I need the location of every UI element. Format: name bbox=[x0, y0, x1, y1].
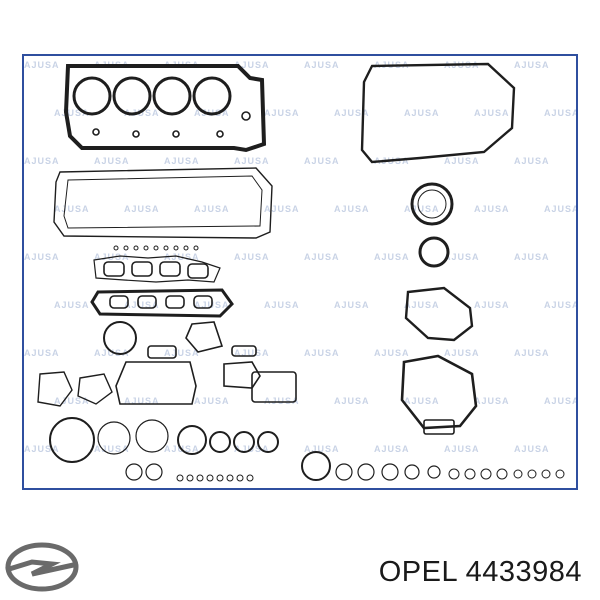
watermark-text: AJUSA bbox=[304, 348, 340, 358]
watermark-text: AJUSA bbox=[334, 396, 370, 406]
watermark-text: AJUSA bbox=[164, 156, 200, 166]
watermark-text: AJUSA bbox=[124, 396, 160, 406]
watermark-text: AJUSA bbox=[444, 252, 480, 262]
watermark-text: AJUSA bbox=[514, 252, 550, 262]
watermark-text: AJUSA bbox=[404, 204, 440, 214]
watermark-text: AJUSA bbox=[304, 252, 340, 262]
watermark-text: AJUSA bbox=[24, 348, 60, 358]
watermark-text: AJUSA bbox=[264, 108, 300, 118]
watermark-text: AJUSA bbox=[514, 444, 550, 454]
watermark-text: AJUSA bbox=[514, 60, 550, 70]
watermark-text: AJUSA bbox=[234, 60, 270, 70]
watermark-text: AJUSA bbox=[544, 396, 578, 406]
watermark-text: AJUSA bbox=[544, 108, 578, 118]
watermark-text: AJUSA bbox=[304, 60, 340, 70]
watermark-text: AJUSA bbox=[444, 156, 480, 166]
watermark-text: AJUSA bbox=[474, 396, 510, 406]
watermark-text: AJUSA bbox=[124, 300, 160, 310]
watermark-text: AJUSA bbox=[374, 444, 410, 454]
watermark-text: AJUSA bbox=[404, 300, 440, 310]
watermark-text: AJUSA bbox=[334, 204, 370, 214]
watermark-text: AJUSA bbox=[194, 204, 230, 214]
timing-cover-gasket bbox=[400, 354, 478, 430]
watermark-text: AJUSA bbox=[444, 444, 480, 454]
watermark-text: AJUSA bbox=[334, 300, 370, 310]
part-number: 4433984 bbox=[465, 556, 582, 588]
brand-name: OPEL bbox=[378, 556, 458, 588]
oil-pan-gasket bbox=[360, 62, 516, 164]
watermark-text: AJUSA bbox=[24, 156, 60, 166]
cylinder-head-gasket bbox=[63, 64, 267, 153]
part-caption: OPEL 4433984 bbox=[379, 556, 582, 589]
exhaust-manifold-gasket bbox=[90, 288, 234, 318]
watermark-text: AJUSA bbox=[94, 348, 130, 358]
watermark-text: AJUSA bbox=[474, 300, 510, 310]
crankshaft-seal bbox=[410, 182, 454, 226]
watermark-text: AJUSA bbox=[374, 252, 410, 262]
intake-manifold-gasket bbox=[93, 255, 221, 283]
watermark-text: AJUSA bbox=[264, 300, 300, 310]
watermark-text: AJUSA bbox=[24, 444, 60, 454]
camshaft-seal bbox=[418, 236, 450, 268]
watermark-text: AJUSA bbox=[404, 396, 440, 406]
watermark-text: AJUSA bbox=[374, 348, 410, 358]
watermark-text: AJUSA bbox=[54, 396, 90, 406]
water-pump-gasket bbox=[404, 286, 474, 342]
watermark-text: AJUSA bbox=[264, 396, 300, 406]
watermark-text: AJUSA bbox=[54, 108, 90, 118]
watermark-text: AJUSA bbox=[304, 444, 340, 454]
watermark-text: AJUSA bbox=[234, 348, 270, 358]
opel-blitz-icon bbox=[5, 542, 79, 592]
watermark-text: AJUSA bbox=[124, 204, 160, 214]
o-ring-set bbox=[49, 417, 441, 481]
watermark-text: AJUSA bbox=[474, 108, 510, 118]
watermark-text: AJUSA bbox=[54, 300, 90, 310]
small-washer-row bbox=[113, 245, 565, 482]
watermark-text: AJUSA bbox=[404, 108, 440, 118]
gasket-set-drawing bbox=[37, 62, 565, 482]
watermark-text: AJUSA bbox=[24, 60, 60, 70]
watermark-text: AJUSA bbox=[264, 204, 300, 214]
watermark-text: AJUSA bbox=[164, 348, 200, 358]
watermark-text: AJUSA bbox=[194, 396, 230, 406]
watermark-text: AJUSA bbox=[334, 108, 370, 118]
watermark-text: AJUSA bbox=[234, 252, 270, 262]
watermark-text: AJUSA bbox=[94, 156, 130, 166]
watermark-text: AJUSA bbox=[544, 204, 578, 214]
watermark-text: AJUSA bbox=[234, 156, 270, 166]
watermark-text: AJUSA bbox=[444, 348, 480, 358]
watermark-text: AJUSA bbox=[514, 348, 550, 358]
watermark-text: AJUSA bbox=[54, 204, 90, 214]
watermark-text: AJUSA bbox=[514, 156, 550, 166]
watermark-text: AJUSA bbox=[304, 156, 340, 166]
product-image: AJUSA AJUSA AJUSA AJUSA AJUSA AJUSA AJUSA AJUSA… bbox=[22, 54, 578, 490]
valve-cover-gasket bbox=[53, 167, 273, 239]
watermark-text: AJUSA bbox=[94, 444, 130, 454]
watermark-text: AJUSA bbox=[474, 204, 510, 214]
watermark-text: AJUSA bbox=[24, 252, 60, 262]
watermark-text: AJUSA bbox=[544, 300, 578, 310]
